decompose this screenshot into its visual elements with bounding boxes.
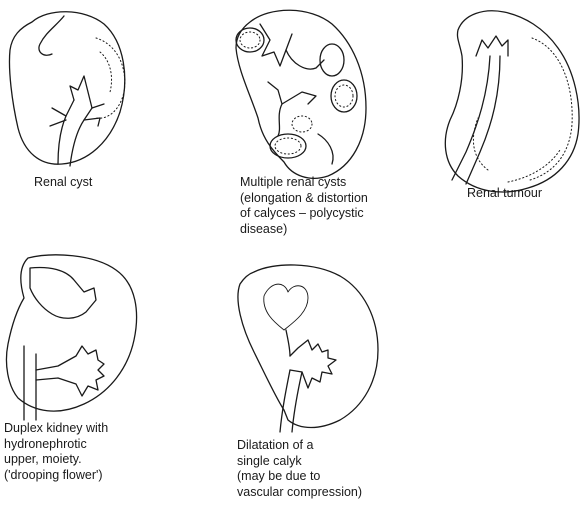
renal-cyst-drawing [0,0,140,170]
caption-line: (may be due to [237,469,362,485]
caption-line: Duplex kidney with [4,421,108,437]
multiple-renal-cysts-drawing [220,0,390,200]
caption-line: Dilatation of a [237,438,362,454]
caption-line: Renal tumour [467,186,542,202]
caption-line: disease) [240,222,368,238]
caption-line: Renal cyst [34,175,92,191]
caption-line: of calyces – polycystic [240,206,368,222]
caption-line: upper, moiety. [4,452,108,468]
caption-line: ('drooping flower') [4,468,108,484]
renal-cyst-caption: Renal cyst [34,175,92,191]
renal-cyst-figure: Renal cyst [0,0,140,170]
duplex-kidney-figure: Duplex kidney with hydronephrotic upper,… [0,250,150,515]
multiple-renal-cysts-caption: Multiple renal cysts (elongation & disto… [240,175,368,237]
multiple-renal-cysts-figure: Multiple renal cysts (elongation & disto… [220,0,390,260]
renal-tumour-caption: Renal tumour [467,186,542,202]
caption-line: hydronephrotic [4,437,108,453]
renal-tumour-drawing [428,0,587,200]
dilatation-single-calyk-drawing [224,260,404,435]
duplex-kidney-drawing [0,250,150,425]
caption-line: Multiple renal cysts [240,175,368,191]
duplex-kidney-caption: Duplex kidney with hydronephrotic upper,… [4,421,108,483]
caption-line: single calyk [237,454,362,470]
caption-line: vascular compression) [237,485,362,501]
caption-line: (elongation & distortion [240,191,368,207]
dilatation-single-calyk-figure: Dilatation of a single calyk (may be due… [224,260,404,515]
dilatation-single-calyk-caption: Dilatation of a single calyk (may be due… [237,438,362,500]
renal-tumour-figure: Renal tumour [428,0,587,210]
